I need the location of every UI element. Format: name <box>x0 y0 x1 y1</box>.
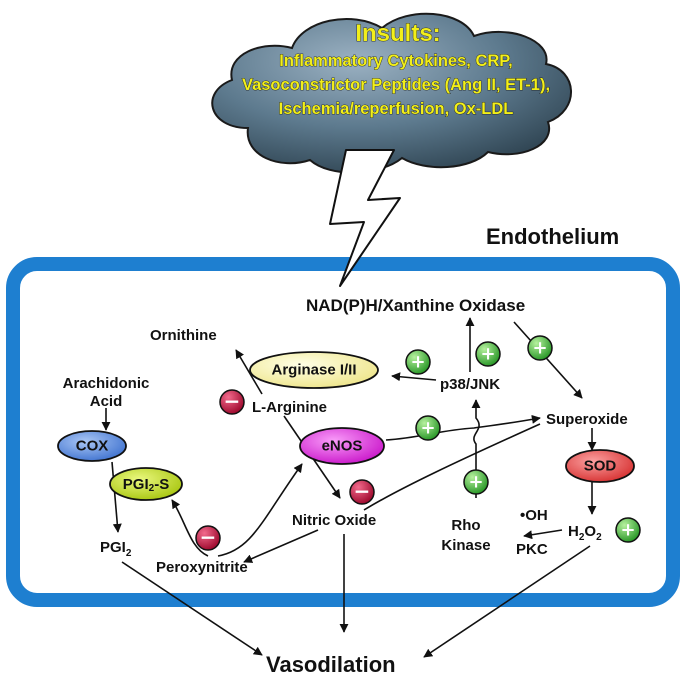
svg-text:+: + <box>480 344 495 365</box>
p38-jnk-label: p38/JNK <box>440 376 500 393</box>
minus-icon-nitric-oxide: − <box>349 479 375 505</box>
cox-node: COX <box>57 430 127 462</box>
endothelium-label: Endothelium <box>486 224 619 249</box>
minus-icon-peroxynitrite: − <box>195 525 221 551</box>
kinase-label: Kinase <box>441 537 490 554</box>
insults-line-2: Vasoconstrictor Peptides (Ang II, ET-1), <box>242 76 550 94</box>
rho-label: Rho <box>451 517 480 534</box>
insults-line-1: Inflammatory Cytokines, CRP, <box>279 52 513 70</box>
arrow-rho-to-p38 <box>471 399 481 498</box>
h2o2-label: H2O2 <box>568 523 602 543</box>
svg-text:−: − <box>224 389 241 413</box>
arrow-peroxynitrite-to-pgi2s <box>171 499 209 557</box>
arrow-larginine-to-ornithine <box>235 349 263 395</box>
arrow-no-to-peroxynitrite <box>243 529 319 563</box>
sod-label: SOD <box>584 458 617 475</box>
enos-node: eNOS <box>299 427 385 465</box>
line-superoxide-to-no <box>363 423 541 511</box>
plus-icon-rho: + <box>463 469 489 495</box>
peroxynitrite-label: Peroxynitrite <box>156 559 248 576</box>
pgi2s-node: PGI2-S <box>109 467 183 501</box>
plus-icon-h2o2: + <box>615 517 641 543</box>
ornithine-label: Ornithine <box>150 327 217 344</box>
sod-node: SOD <box>565 449 635 483</box>
arrow-pgi2-to-vasodilation <box>121 561 263 656</box>
vasodilation-label: Vasodilation <box>266 652 396 677</box>
svg-text:+: + <box>468 472 483 493</box>
pgi2-label: PGI2 <box>100 539 132 559</box>
arrow-h2o2-to-vasodilation <box>423 545 591 658</box>
arrow-peroxynitrite-to-enos <box>217 463 303 557</box>
endothelium-frame <box>6 257 680 607</box>
plus-icon-p38-arginase: + <box>405 349 431 375</box>
superoxide-label: Superoxide <box>546 411 628 428</box>
svg-text:−: − <box>200 525 217 549</box>
nadph-label: NAD(P)H/Xanthine Oxidase <box>306 296 525 315</box>
arginase-node: Arginase I/II <box>249 351 379 389</box>
enos-label: eNOS <box>322 438 363 455</box>
svg-text:+: + <box>532 338 547 359</box>
arginase-label: Arginase I/II <box>271 362 356 379</box>
plus-icon-nadph: + <box>527 335 553 361</box>
arachidonic-label: Arachidonic <box>63 375 150 392</box>
svg-text:+: + <box>420 418 435 439</box>
arrow-h2o2-to-pkc <box>523 529 563 540</box>
pkc-label: PKC <box>516 541 548 558</box>
svg-text:−: − <box>354 479 371 503</box>
acid-label: Acid <box>90 393 123 410</box>
arrow-enos-to-superoxide <box>385 414 541 441</box>
l-arginine-label: L-Arginine <box>252 399 327 416</box>
arrow-p38-to-arginase <box>391 372 437 382</box>
nitric-oxide-label: Nitric Oxide <box>292 512 376 529</box>
insults-title: Insults: <box>355 20 440 47</box>
insults-line-3: Ischemia/reperfusion, Ox-LDL <box>279 100 514 118</box>
pgi2s-label: PGI2-S <box>123 476 169 494</box>
arrow-cox-to-pgi2 <box>111 461 122 533</box>
svg-text:+: + <box>620 520 635 541</box>
lightning-bolt-icon <box>329 149 401 287</box>
hydroxyl-label: •OH <box>520 507 548 524</box>
cox-label: COX <box>76 438 109 455</box>
plus-icon-enos-superoxide: + <box>415 415 441 441</box>
arrow-nadph-to-superoxide <box>513 321 583 399</box>
svg-text:+: + <box>410 352 425 373</box>
minus-icon-larginine: − <box>219 389 245 415</box>
plus-icon-p38-nadph: + <box>475 341 501 367</box>
